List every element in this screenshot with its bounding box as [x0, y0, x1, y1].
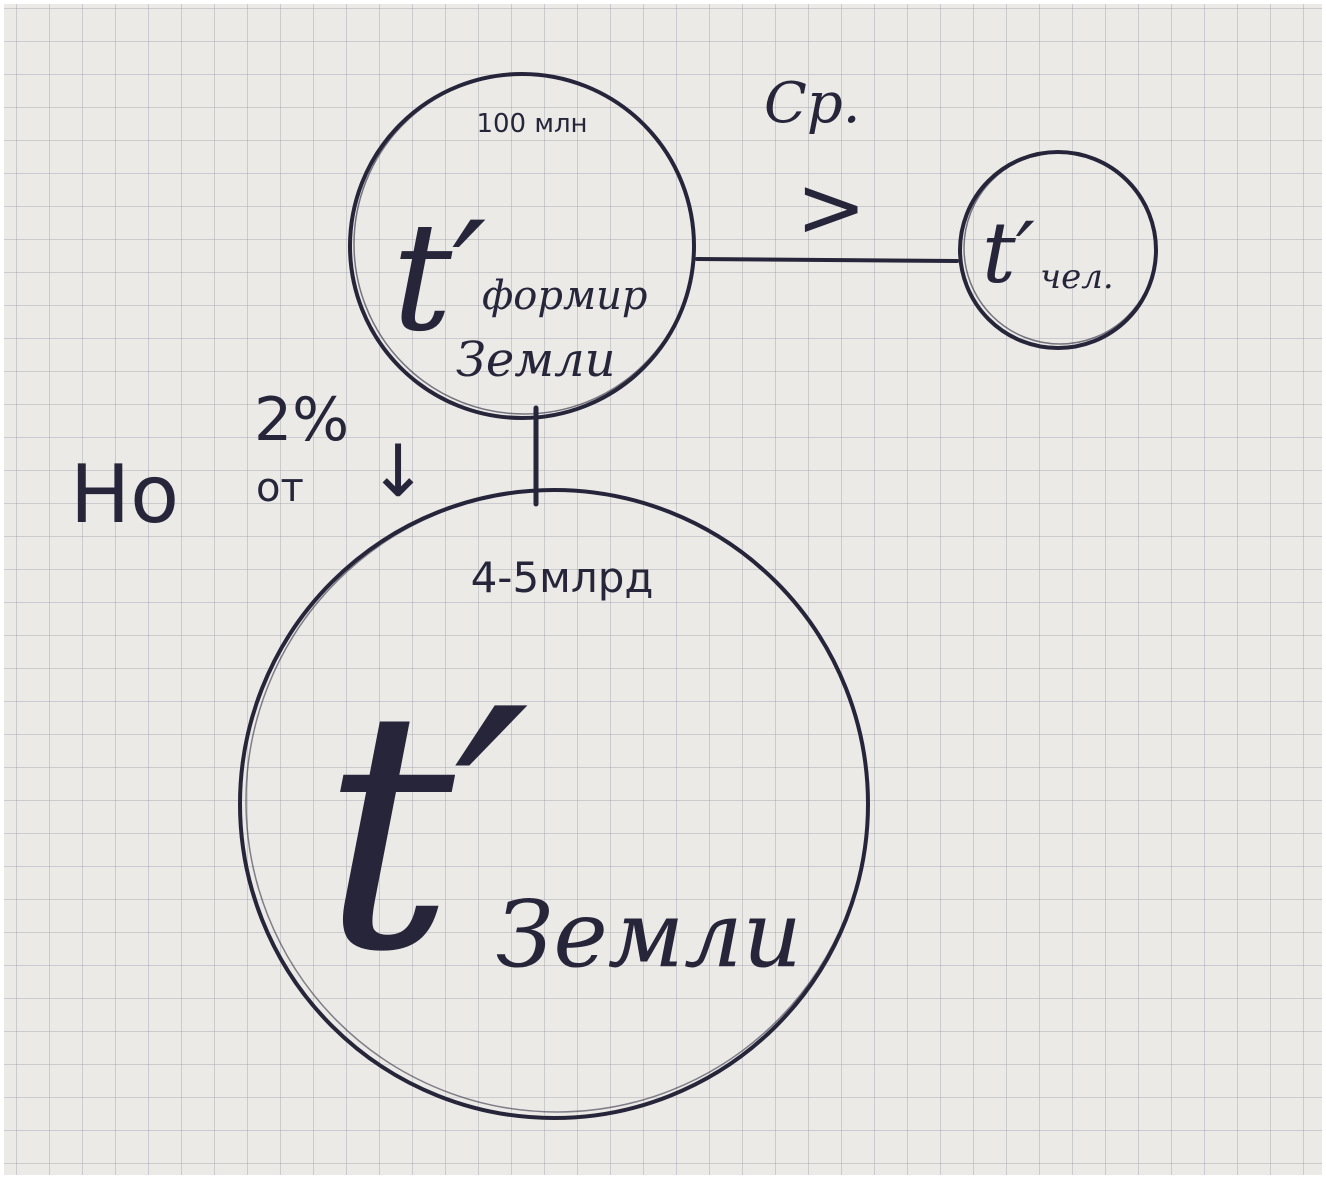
- top-circle-outline-trace: [353, 73, 695, 415]
- bottom-circle-outline-trace: [245, 489, 869, 1113]
- hand-drawn-diagram: 100 млн t′ формир Земли t′ чел. Ср. > Но…: [70, 71, 1158, 1120]
- graph-paper-sheet: 100 млн t′ формир Земли t′ чел. Ср. > Но…: [4, 4, 1322, 1175]
- right-circle-symbol: t′: [982, 204, 1035, 302]
- side-note-arrow: ↓: [368, 429, 428, 513]
- comparison-label: Ср.: [764, 71, 861, 136]
- top-circle-caption: 100 млн: [476, 109, 587, 139]
- side-note-percent: 2%: [254, 385, 349, 455]
- bottom-circle-caption: 4-5млрд: [471, 553, 654, 602]
- top-circle: 100 млн t′ формир Земли: [348, 72, 696, 420]
- bottom-circle-subscript: Земли: [496, 881, 802, 988]
- right-circle: t′ чел.: [958, 150, 1158, 350]
- side-note-of: от: [256, 465, 304, 511]
- side-note-word: Но: [70, 448, 179, 541]
- connector-top-to-right: [695, 257, 959, 263]
- comparison-sign: >: [796, 158, 866, 256]
- bottom-circle: 4-5млрд t′ Земли: [238, 488, 870, 1120]
- right-circle-outline-trace: [963, 151, 1157, 345]
- top-circle-subscript-line2: Земли: [456, 332, 616, 388]
- right-circle-subscript: чел.: [1040, 257, 1114, 297]
- bottom-circle-symbol: t′: [322, 640, 532, 1024]
- top-circle-symbol: t′: [392, 191, 486, 365]
- top-circle-subscript-line1: формир: [482, 273, 648, 319]
